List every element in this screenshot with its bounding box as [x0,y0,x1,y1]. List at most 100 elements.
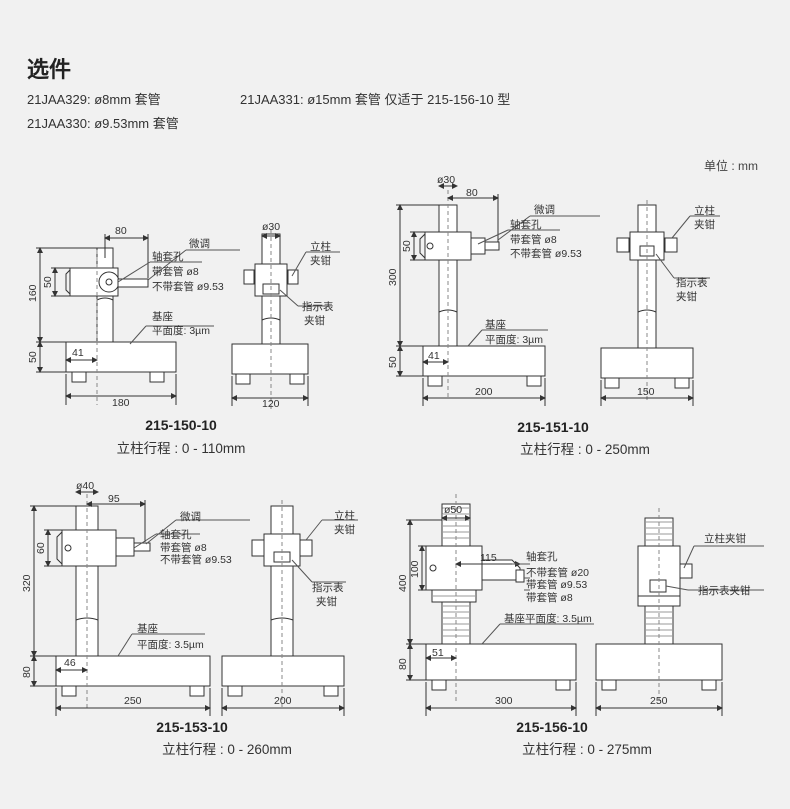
dim-height: 320 [21,574,33,592]
label-with-sleeve: 带套管 ø8 [160,541,207,554]
dims-215-150-10 [36,234,177,405]
leaders-215-156-10 [481,545,764,645]
travel-215-150-10: 立柱行程 : 0 - 110mm [116,441,246,456]
option-21jaa330: 21JAA330: ø9.53mm 套管 [27,113,179,132]
dims-215-156-10 [406,504,577,716]
dim-side-w: 250 [650,695,668,707]
text-215-150-10: 80 ø30 160 50 50 41 180 120 微调 轴套孔 带套管 ø… [27,221,334,410]
label-no-sleeve: 不带套管 ø9.53 [152,280,224,293]
stand-215-150-10-side [231,230,309,410]
dim-offset: 41 [72,347,84,359]
label-base-flat: 基座平面度: 3.5µm [504,612,592,625]
model-215-153-10: 215-153-10 [156,719,228,735]
dim-holder: 100 [409,560,421,578]
label-with-sleeve-8: 带套管 ø8 [526,591,573,604]
label-base: 基座 [152,310,173,323]
option-desc: ø15mm 套管 仅适于 215-156-10 型 [307,92,511,107]
option-code: 21JAA330: [27,116,91,131]
travel-215-151-10: 立柱行程 : 0 - 250mm [520,442,650,457]
option-desc: ø9.53mm 套管 [94,116,179,131]
label-no-sleeve: 不带套管 ø9.53 [510,247,582,260]
label-base: 基座 [137,622,158,635]
label-sleeve-hole: 轴套孔 [526,550,558,563]
label-indicator: 指示表 [312,581,344,594]
dim-height: 300 [387,268,399,286]
stand-215-156-10-side [595,508,723,716]
dim-height: 400 [397,574,409,592]
dim-base-h: 50 [387,356,399,368]
page-title: 选件 [27,57,72,82]
model-215-156-10: 215-156-10 [516,719,588,735]
dim-base-h: 50 [27,351,39,363]
label-no-sleeve: 不带套管 ø9.53 [160,553,232,566]
label-fine: 微调 [180,510,201,523]
model-215-150-10: 215-150-10 [145,417,217,433]
dim-column-dia: ø50 [444,504,462,516]
dim-arm: 115 [480,552,497,564]
label-fine: 微调 [189,237,210,250]
leaders-215-153-10 [117,519,358,657]
model-215-151-10: 215-151-10 [517,419,589,435]
label-fine: 微调 [534,203,555,216]
dim-column-dia: ø40 [76,480,94,492]
option-code: 21JAA329: [27,92,91,107]
dim-base-h: 80 [397,658,409,670]
dim-arm: 80 [115,225,127,237]
stand-215-153-10-side [221,500,345,716]
label-clamp: 夹钳 [334,523,355,536]
label-sleeve-hole: 轴套孔 [152,250,184,263]
label-clamp: 夹钳 [694,218,715,231]
dim-offset: 51 [432,647,444,659]
label-column: 立柱 [694,204,715,217]
travel-215-153-10: 立柱行程 : 0 - 260mm [162,742,292,757]
label-clamp2: 夹钳 [316,595,337,608]
dim-offset: 41 [428,350,440,362]
dim-column-dia: ø30 [262,221,280,233]
stand-215-156-10-front [425,494,577,704]
dim-base-w: 200 [475,386,493,398]
option-21jaa331: 21JAA331: ø15mm 套管 仅适于 215-156-10 型 [240,89,510,108]
label-indicator: 指示表 [676,276,708,289]
label-indicator: 指示表 [302,300,334,313]
stand-215-151-10-side [600,200,694,406]
label-with-sleeve: 带套管 ø8 [152,265,199,278]
dim-side-w: 120 [262,398,280,410]
dims-215-151-10 [396,183,546,406]
label-no-sleeve-20: 不带套管 ø20 [526,566,589,579]
dim-holder: 50 [42,276,54,288]
label-column: 立柱 [334,509,355,522]
label-column-clamp: 立柱夹钳 [704,532,746,545]
label-column: 立柱 [310,240,331,253]
label-sleeve-hole: 轴套孔 [510,218,542,231]
dim-base-w: 250 [124,695,142,707]
label-base: 基座 [485,318,506,331]
dim-base-w: 180 [112,397,130,409]
unit-note: 单位 : mm [704,159,758,173]
label-indicator-clamp: 指示表夹钳 [698,584,751,597]
dims-215-153-10 [30,489,211,716]
text-215-151-10: ø30 80 300 50 50 41 200 150 微调 轴套孔 带套管 ø… [387,174,715,398]
leaders-215-151-10 [467,215,720,347]
label-flatness: 平面度: 3µm [485,333,543,346]
dim-holder: 50 [401,240,413,252]
dim-holder: 60 [35,542,47,554]
label-clamp2: 夹钳 [304,314,325,327]
dim-base-h: 80 [21,666,33,678]
label-sleeve-hole: 轴套孔 [160,528,192,541]
dim-offset: 46 [64,657,76,669]
option-code: 21JAA331: [240,92,304,107]
label-clamp2: 夹钳 [676,290,697,303]
dim-side-w: 200 [274,695,292,707]
dim-side-w: 150 [637,386,655,398]
dim-height: 160 [27,284,39,302]
stand-215-153-10-front [55,494,211,710]
label-clamp: 夹钳 [310,254,331,267]
leaders-215-150-10 [117,249,340,345]
stand-215-150-10-front [65,247,177,405]
label-with-sleeve: 带套管 ø8 [510,233,557,246]
text-215-153-10: ø40 95 320 60 80 46 250 200 微调 轴套孔 带套管 ø… [21,480,355,707]
dim-column-dia: ø30 [437,174,455,186]
dim-arm: 95 [108,493,120,505]
dim-base-w: 300 [495,695,513,707]
